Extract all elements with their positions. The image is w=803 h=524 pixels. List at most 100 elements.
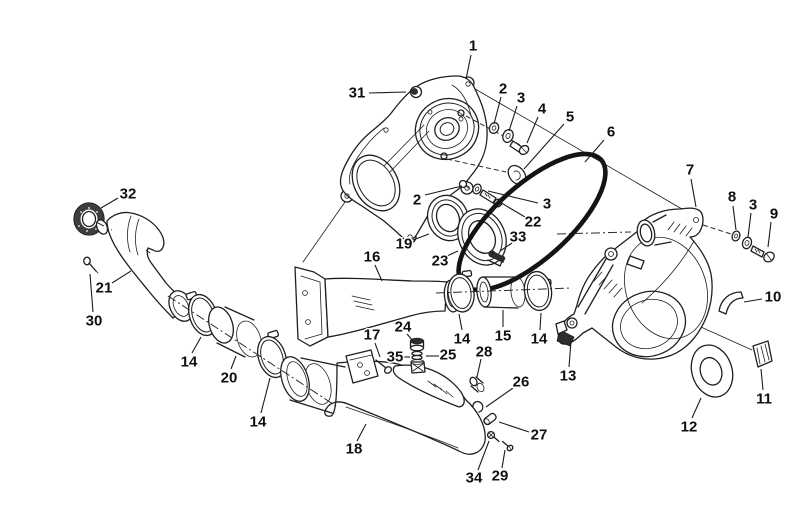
part-hose-15 [476, 276, 526, 309]
callout-number: 20 [221, 370, 238, 387]
leader-line [424, 185, 463, 196]
callout-19: 19 [394, 233, 430, 254]
callout-number: 2 [499, 81, 507, 98]
leader-line [760, 368, 764, 391]
part-pin-27 [483, 412, 497, 426]
callout-18: 18 [344, 423, 367, 459]
callout-7: 7 [684, 160, 697, 208]
callout-30: 30 [84, 273, 104, 331]
part-strip-10 [718, 291, 744, 315]
part-hook-26 [472, 400, 484, 413]
callout-number: 30 [86, 313, 103, 330]
leader-line [406, 333, 415, 343]
part-bolt-9 [750, 245, 775, 263]
part-seal-32 [73, 202, 105, 236]
leader-line [111, 270, 132, 284]
leader-line [499, 242, 513, 252]
callout-31: 31 [347, 83, 407, 103]
part-bolt-4 [509, 140, 530, 156]
leader-line [691, 397, 702, 419]
part-hose-20 [208, 306, 262, 358]
callout-number: 9 [770, 206, 778, 223]
callout-10: 10 [743, 287, 783, 307]
callout-26: 26 [485, 372, 531, 408]
callout-number: 21 [96, 280, 113, 297]
part-bolt-17 [375, 359, 393, 374]
callout-number: 35 [387, 349, 404, 366]
callout-number: 31 [349, 85, 366, 102]
callout-number: 25 [440, 347, 457, 364]
part-washer-25 [411, 350, 423, 361]
callout-number: 14 [181, 354, 198, 371]
leader-line [690, 178, 697, 208]
callout-17: 17 [362, 325, 382, 358]
callout-number: 1 [469, 38, 477, 55]
inner-cover-main-opening [414, 97, 480, 161]
leader-line [458, 313, 463, 331]
callout-9: 9 [767, 204, 780, 248]
bolt-9-axis [702, 224, 732, 235]
callout-number: 13 [560, 368, 577, 385]
leader-line [476, 358, 482, 378]
callout-number: 24 [395, 319, 412, 336]
part-washer-3-right [741, 236, 753, 250]
part-bracket [345, 349, 379, 384]
part-nut-31 [409, 85, 423, 99]
part-screw-29 [501, 440, 514, 452]
callout-14: 14 [529, 312, 549, 349]
callout-28: 28 [474, 342, 494, 378]
leader-line [485, 387, 514, 408]
callout-14: 14 [452, 313, 472, 349]
part-clamp-14d [523, 270, 553, 312]
leader-line [487, 190, 539, 204]
cover-hatching [593, 221, 693, 298]
callout-14: 14 [179, 336, 202, 372]
callout-16: 16 [362, 247, 383, 282]
part-disc-12 [690, 344, 734, 398]
leader-line [508, 105, 518, 132]
leader-line [498, 421, 530, 433]
callout-1: 1 [465, 36, 479, 80]
callout-2: 2 [493, 79, 509, 125]
leader-line [260, 377, 271, 414]
callout-number: 3 [517, 90, 525, 107]
part-plate-11 [752, 340, 773, 368]
callout-number: 5 [566, 109, 574, 126]
leader-line [523, 123, 565, 170]
callout-number: 34 [466, 470, 483, 487]
leader-line [374, 342, 381, 358]
part-washer-2-top [488, 121, 500, 135]
callout-22: 22 [497, 200, 543, 232]
callout-4: 4 [526, 99, 548, 144]
leader-line [374, 264, 383, 282]
callout-29: 29 [490, 449, 510, 486]
callout-23: 23 [430, 250, 459, 271]
leader-line [465, 54, 472, 80]
callout-3: 3 [508, 88, 527, 132]
callout-12: 12 [679, 397, 702, 437]
callout-number: 2 [413, 192, 421, 209]
callout-number: 26 [513, 374, 530, 391]
callout-24: 24 [393, 317, 415, 343]
callout-number: 11 [756, 391, 772, 408]
leader-line [584, 139, 605, 163]
callout-3: 3 [487, 190, 553, 214]
callout-number: 22 [525, 214, 542, 231]
callout-number: 14 [454, 331, 471, 348]
callout-13: 13 [558, 340, 578, 386]
leader-line [732, 205, 737, 231]
leader-line [493, 96, 502, 125]
callout-number: 12 [681, 419, 698, 436]
part-elbow-duct-21 [95, 211, 194, 322]
inner-cover-oval-opening [351, 154, 401, 212]
callout-number: 29 [492, 468, 509, 485]
callout-number: 33 [510, 229, 527, 246]
part-shield-duct-18 [280, 337, 514, 455]
callout-15: 15 [493, 310, 513, 346]
callout-34: 34 [464, 440, 490, 488]
part-spacer-28 [469, 376, 485, 393]
callout-number: 8 [728, 189, 736, 206]
leader-line [767, 221, 772, 248]
callout-number: 19 [396, 236, 413, 253]
callout-25: 25 [426, 345, 458, 365]
